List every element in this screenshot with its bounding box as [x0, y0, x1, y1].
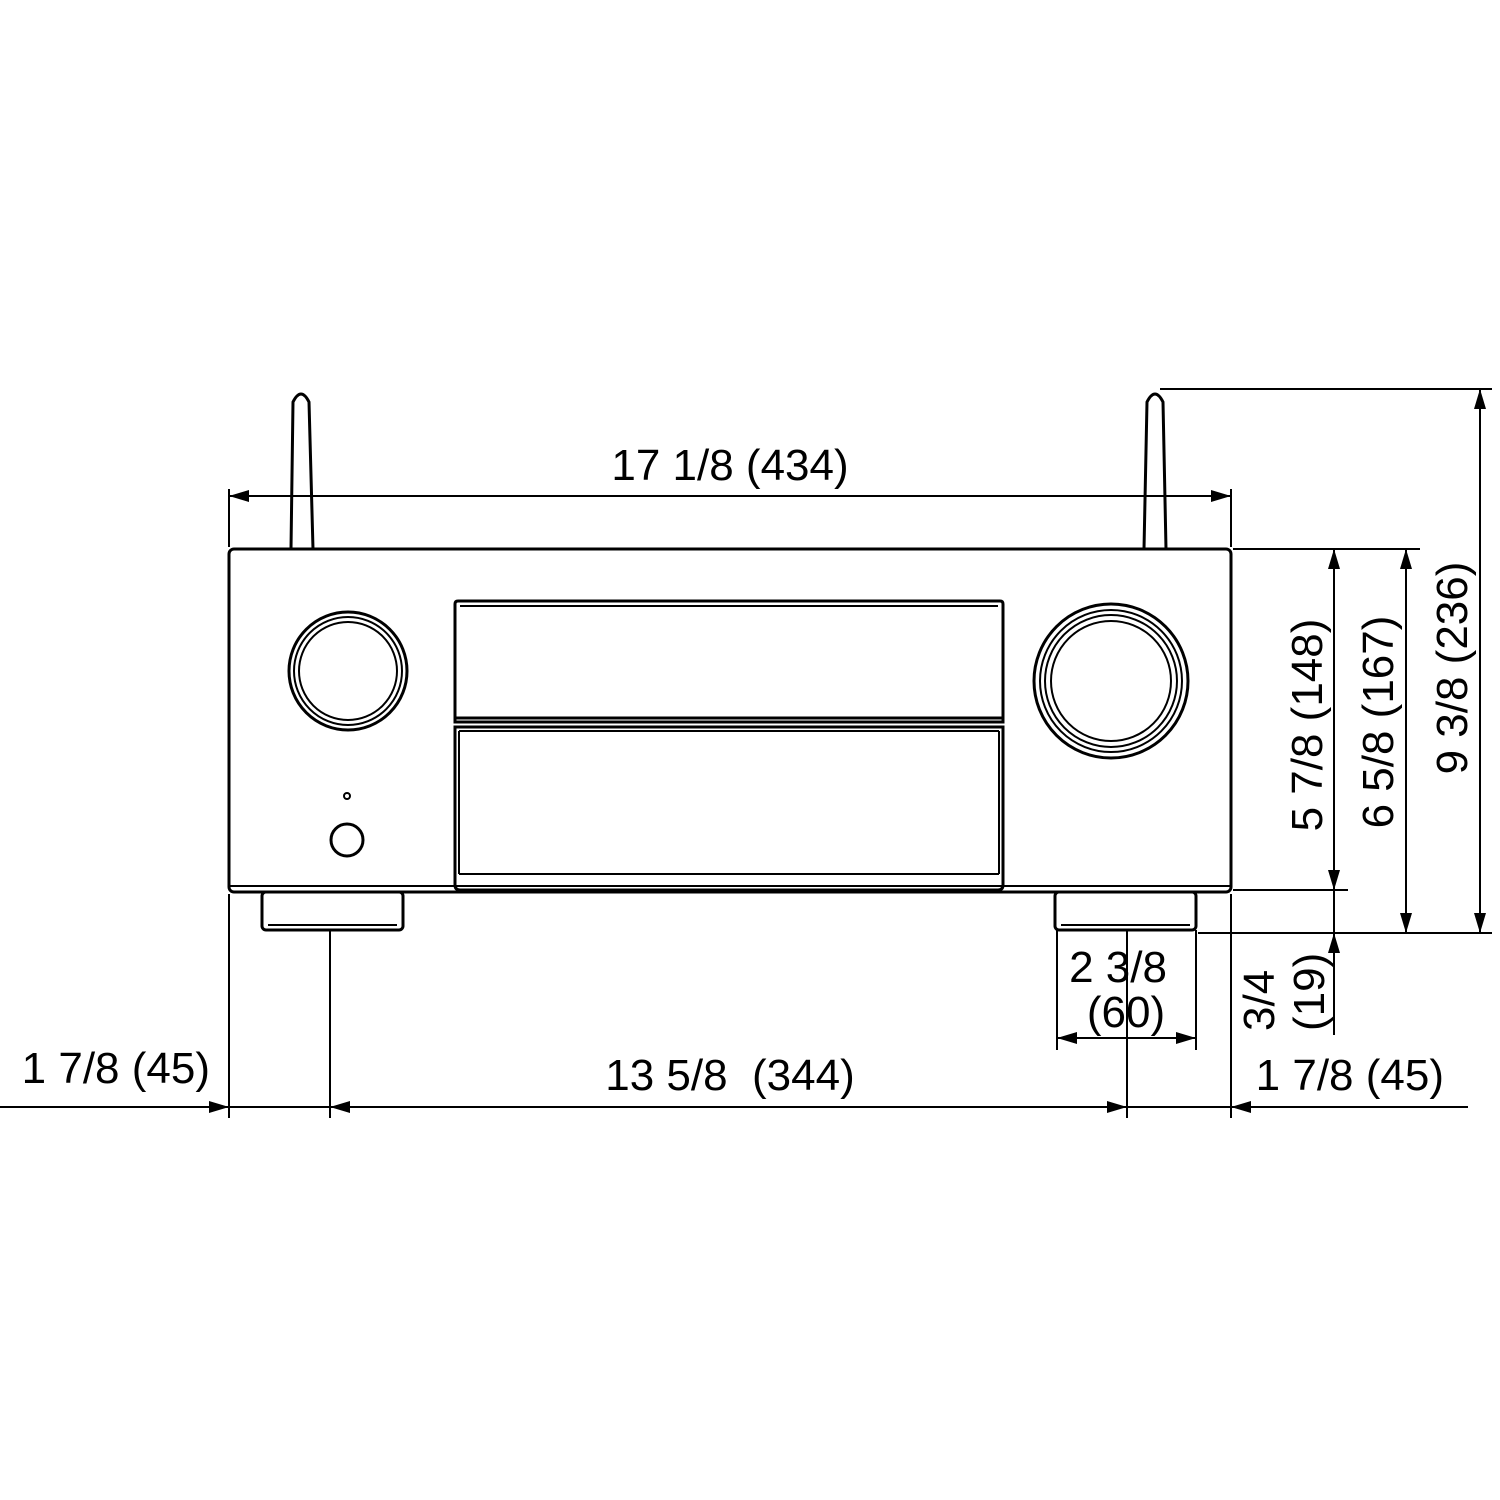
height-with-feet-label: 6 5/8 (167) [1354, 616, 1403, 829]
foot-width-inch-label: 2 3/8 [1069, 943, 1167, 992]
height-with-antenna-label: 9 3/8 (236) [1428, 562, 1477, 775]
power-button [329, 822, 365, 858]
right-antenna [1142, 392, 1168, 550]
chassis-outline [227, 547, 1233, 894]
receiver-front-view [227, 392, 1233, 932]
extension-lines [228, 388, 1492, 1118]
left-foot [260, 890, 405, 932]
foot-spacing-label: 13 5/8 (344) [605, 1051, 855, 1100]
front-door-panel [453, 725, 1005, 892]
width-total-label: 17 1/8 (434) [611, 441, 848, 490]
right-offset-label: 1 7/8 (45) [1256, 1051, 1444, 1100]
foot-height-mm-label: (19) [1285, 953, 1334, 1031]
left-offset-label: 1 7/8 (45) [22, 1044, 210, 1093]
foot-width-mm-label: (60) [1087, 988, 1165, 1037]
input-selector-knob [287, 610, 409, 732]
power-indicator-led [343, 792, 351, 800]
foot-height-inch-label: 3/4 [1235, 970, 1284, 1031]
right-foot [1053, 890, 1198, 932]
left-antenna [289, 392, 315, 550]
dimension-lines [0, 389, 1486, 1113]
volume-knob [1032, 602, 1190, 760]
display-panel [453, 599, 1005, 724]
body-height-label: 5 7/8 (148) [1283, 619, 1332, 832]
